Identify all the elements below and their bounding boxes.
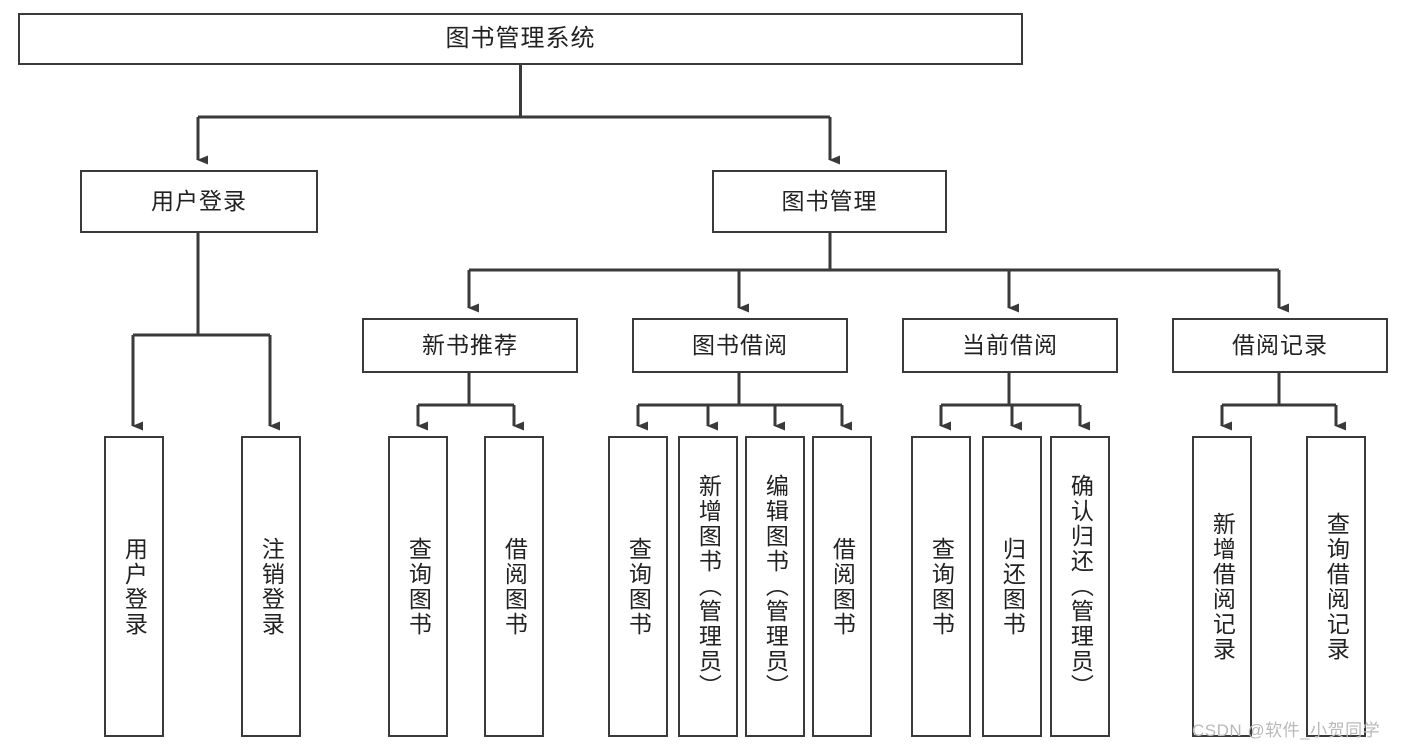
- node-book-manage[interactable]: 图书管理: [712, 170, 947, 233]
- node-new-book-recommend[interactable]: 新书推荐: [362, 318, 578, 373]
- leaf-borrow-book-recommend[interactable]: 借阅图书: [484, 436, 544, 737]
- node-root[interactable]: 图书管理系统: [18, 13, 1023, 65]
- leaf-query-borrow-record[interactable]: 查询借阅记录: [1306, 436, 1366, 737]
- node-current-borrow[interactable]: 当前借阅: [902, 318, 1118, 373]
- leaf-query-book-recommend[interactable]: 查询图书: [388, 436, 448, 737]
- node-user-login[interactable]: 用户登录: [80, 170, 318, 233]
- leaf-user-login[interactable]: 用户登录: [104, 436, 164, 737]
- leaf-edit-book[interactable]: 编辑图书（管理员）: [745, 436, 805, 737]
- node-borrow-record[interactable]: 借阅记录: [1172, 318, 1388, 373]
- leaf-add-borrow-record[interactable]: 新增借阅记录: [1192, 436, 1252, 737]
- leaf-query-book-current[interactable]: 查询图书: [911, 436, 971, 737]
- node-book-borrow[interactable]: 图书借阅: [632, 318, 848, 373]
- leaf-add-book[interactable]: 新增图书（管理员）: [678, 436, 738, 737]
- leaf-query-book-borrow[interactable]: 查询图书: [608, 436, 668, 737]
- leaf-user-logout[interactable]: 注销登录: [241, 436, 301, 737]
- leaf-confirm-return[interactable]: 确认归还（管理员）: [1050, 436, 1110, 737]
- csdn-watermark: CSDN @软件_小贺同学: [1192, 721, 1381, 740]
- leaf-return-book[interactable]: 归还图书: [982, 436, 1042, 737]
- leaf-borrow-book-borrow[interactable]: 借阅图书: [812, 436, 872, 737]
